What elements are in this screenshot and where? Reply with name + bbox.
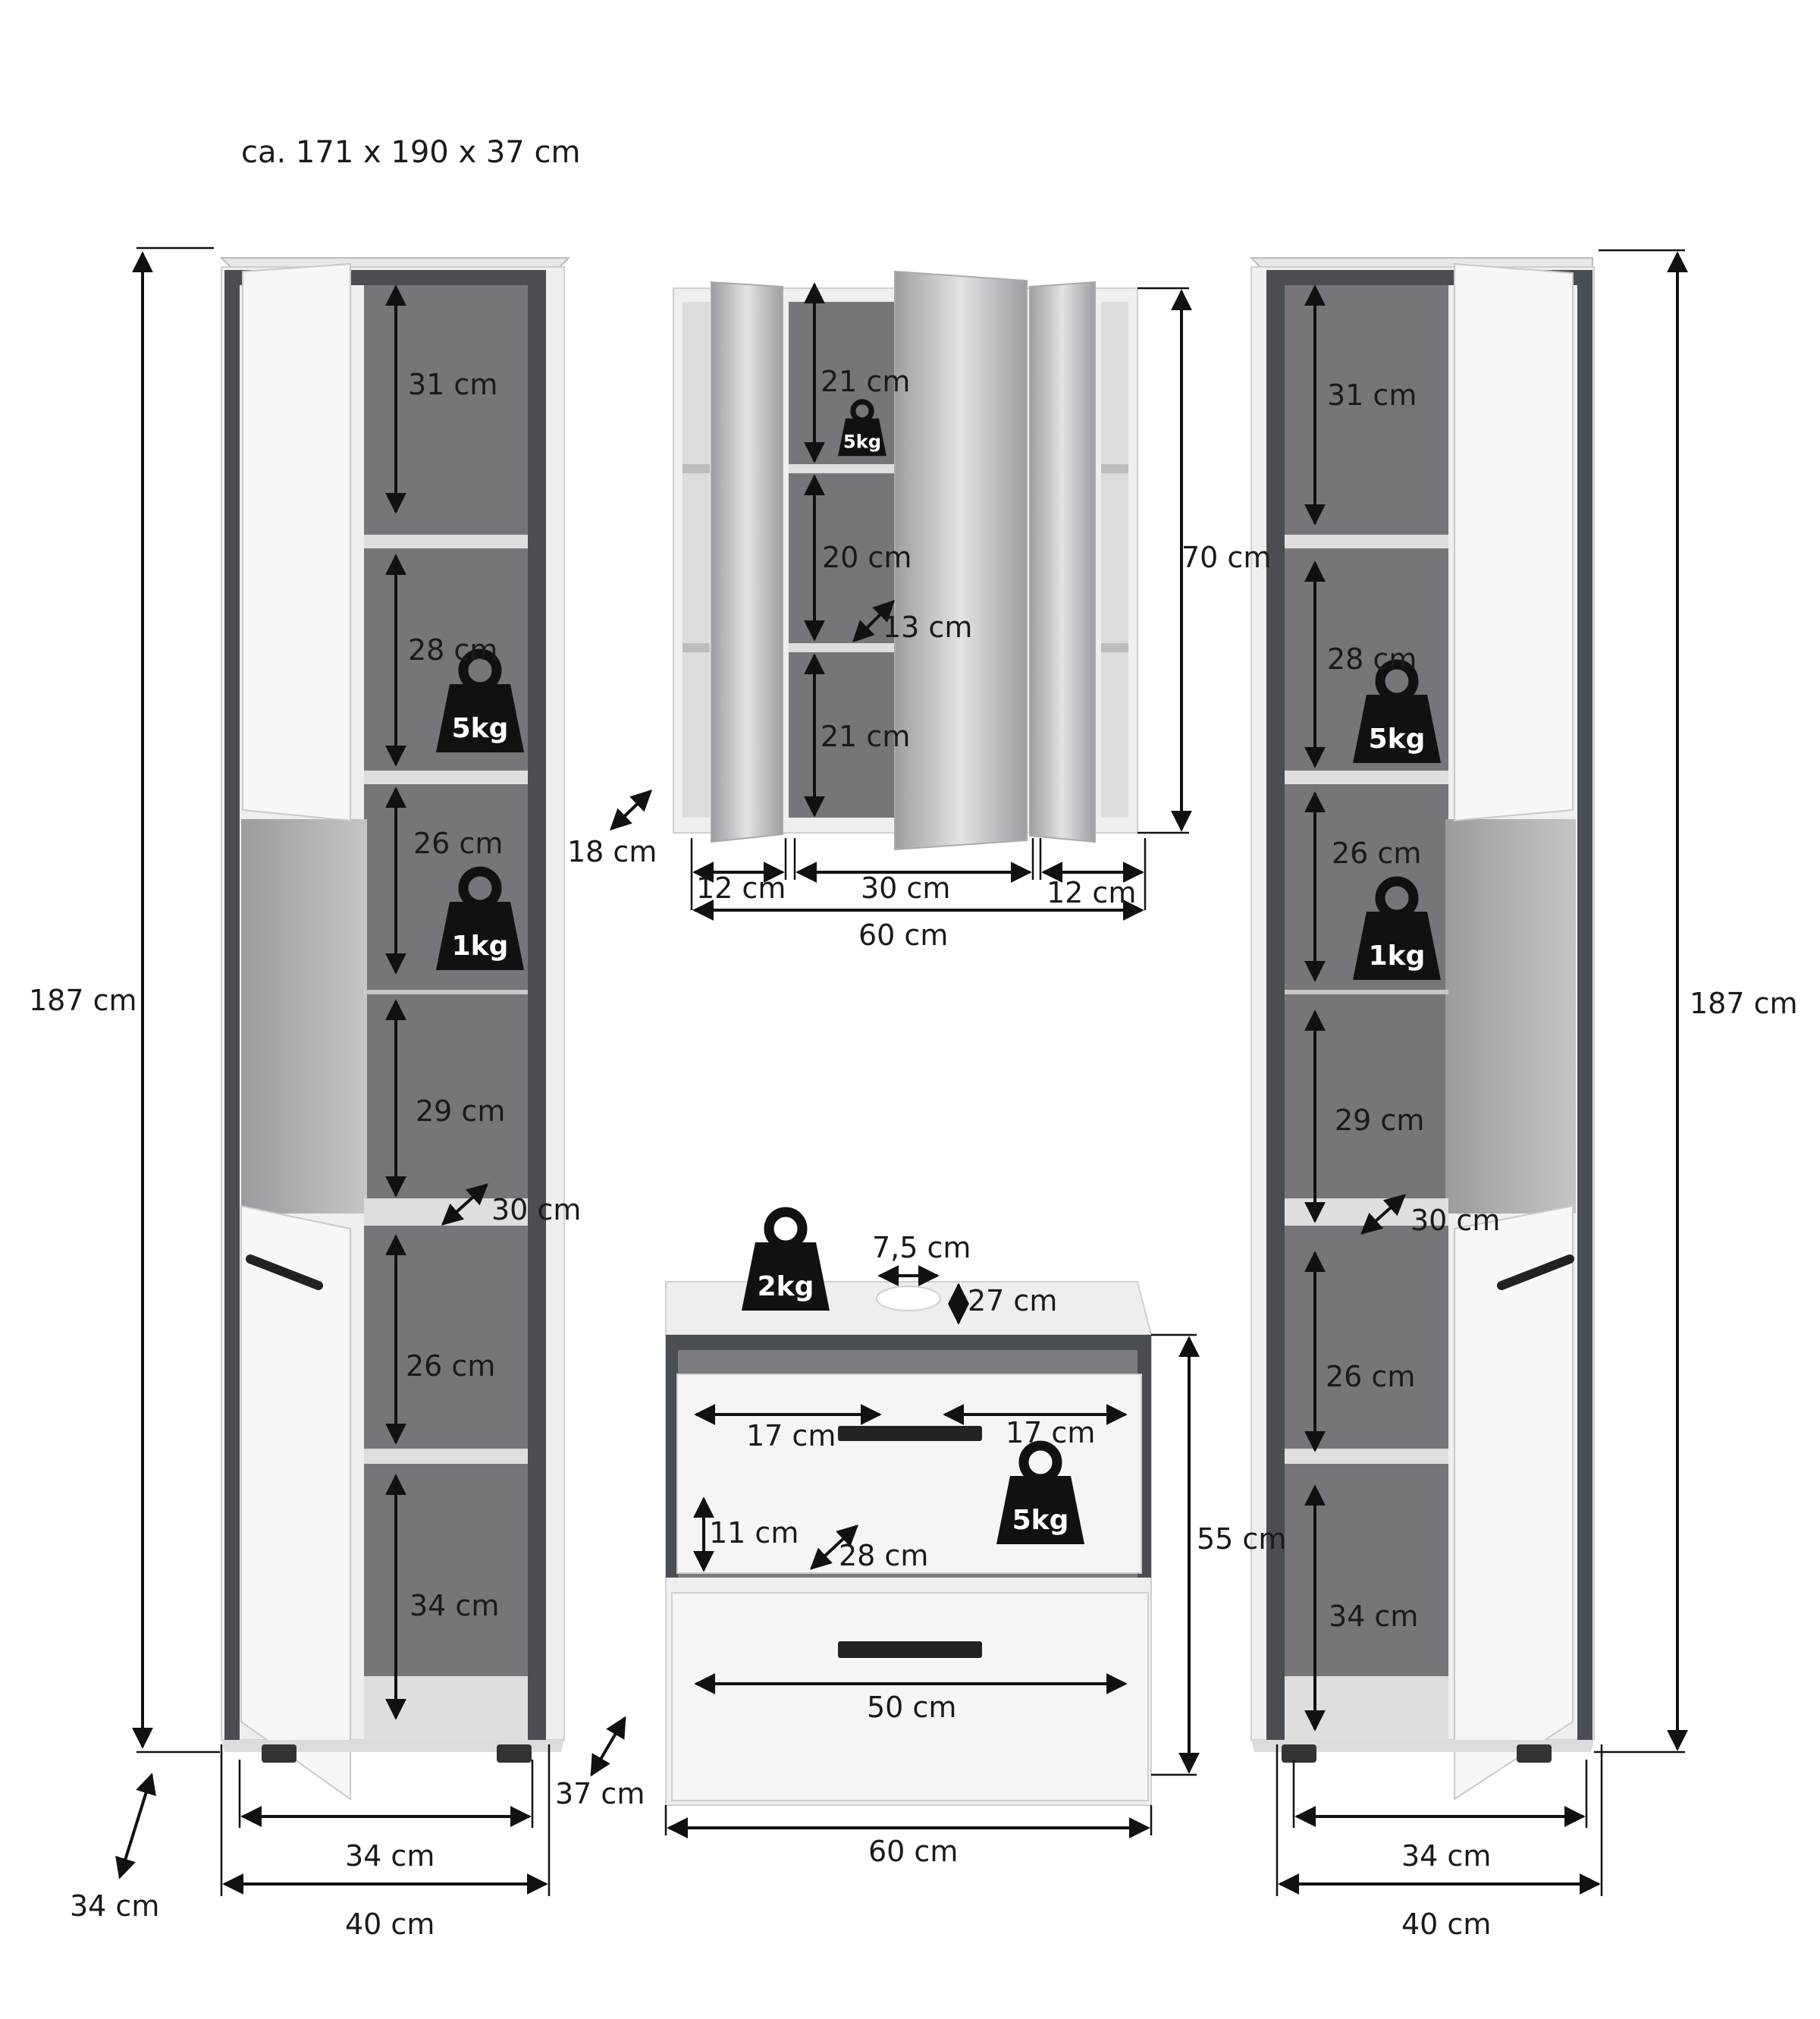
left-compartment-label: 29 cm bbox=[416, 1094, 505, 1128]
left-door-handle bbox=[246, 1254, 323, 1290]
mirror-left-width-label: 12 cm bbox=[696, 871, 786, 905]
weight-icon: 5kg bbox=[838, 402, 886, 457]
left-upper-door bbox=[242, 262, 351, 822]
right-compartment-label: 31 cm bbox=[1327, 378, 1417, 412]
left-compartment-label: 31 cm bbox=[408, 368, 497, 401]
mirror-shelf-depth-label: 13 cm bbox=[883, 611, 972, 644]
right-cabinet-interior bbox=[1285, 285, 1448, 1740]
vanity-height-label: 55 cm bbox=[1197, 1522, 1286, 1556]
left-foot bbox=[497, 1744, 532, 1763]
left-compartment-label: 26 cm bbox=[406, 1349, 495, 1383]
vanity-total-width-label: 60 cm bbox=[868, 1835, 958, 1868]
left-tall-cabinet bbox=[219, 257, 571, 1801]
left-compartment-label: 34 cm bbox=[410, 1589, 499, 1622]
drain-depth-label: 27 cm bbox=[968, 1284, 1057, 1317]
drain-width-label: 7,5 cm bbox=[872, 1231, 971, 1264]
right-total-height-label: 187 cm bbox=[1690, 987, 1798, 1020]
left-shelf-depth-label: 30 cm bbox=[491, 1193, 581, 1226]
left-compartment-label: 26 cm bbox=[413, 827, 503, 860]
lower-drawer-handle bbox=[838, 1641, 982, 1658]
svg-text:1kg: 1kg bbox=[452, 931, 509, 962]
right-tall-cabinet bbox=[1249, 257, 1595, 1801]
weight-icon: 1kg bbox=[436, 871, 524, 970]
left-depth-arrow bbox=[115, 1773, 156, 1879]
left-foot bbox=[262, 1744, 297, 1763]
weight-icon: 5kg bbox=[1353, 664, 1441, 763]
drawer-height-label: 11 cm bbox=[709, 1516, 799, 1550]
mirror-height-label: 70 cm bbox=[1181, 541, 1271, 574]
left-total-height-label: 187 cm bbox=[29, 984, 137, 1017]
right-door-handle bbox=[1497, 1254, 1574, 1290]
svg-text:5kg: 5kg bbox=[452, 713, 509, 744]
svg-text:2kg: 2kg bbox=[758, 1271, 814, 1302]
left-outer-width-label: 40 cm bbox=[345, 1908, 435, 1941]
right-compartment-label: 26 cm bbox=[1332, 837, 1421, 870]
vanity-depth-label: 37 cm bbox=[555, 1777, 645, 1810]
dimension-lines bbox=[115, 246, 1688, 1896]
right-foot bbox=[1517, 1744, 1552, 1763]
mirror-depth-label: 18 cm bbox=[567, 835, 657, 868]
drawer-right-width-label: 17 cm bbox=[1006, 1416, 1095, 1449]
left-glass-panel bbox=[241, 819, 367, 1214]
mirror-compartment-label: 20 cm bbox=[822, 541, 912, 574]
right-upper-door bbox=[1454, 262, 1574, 822]
mirror-door-left bbox=[711, 281, 783, 843]
right-foot bbox=[1282, 1744, 1316, 1763]
mirror-compartment-label: 21 cm bbox=[821, 720, 910, 753]
lower-drawer bbox=[671, 1592, 1149, 1801]
weight-icon: 2kg bbox=[742, 1212, 830, 1311]
weight-icon: 1kg bbox=[1353, 881, 1441, 980]
overall-size-label: ca. 171 x 190 x 37 cm bbox=[241, 135, 581, 170]
right-shelf-depth-label: 30 cm bbox=[1410, 1204, 1500, 1237]
right-lower-door bbox=[1454, 1204, 1574, 1801]
left-cabinet-interior bbox=[364, 285, 528, 1740]
svg-text:1kg: 1kg bbox=[1369, 940, 1426, 972]
mirror-right-width-label: 12 cm bbox=[1046, 876, 1136, 909]
left-depth-label: 34 cm bbox=[70, 1889, 159, 1923]
drain-cutout bbox=[876, 1286, 941, 1311]
right-glass-panel bbox=[1445, 819, 1576, 1214]
left-inner-width-label: 34 cm bbox=[345, 1839, 435, 1873]
mirror-door-right bbox=[1029, 281, 1096, 843]
drawer-left-width-label: 17 cm bbox=[746, 1419, 836, 1452]
drawer-depth-label: 28 cm bbox=[839, 1539, 928, 1572]
left-lower-door bbox=[240, 1204, 351, 1801]
weight-icon: 5kg bbox=[436, 654, 524, 752]
right-outer-width-label: 40 cm bbox=[1401, 1908, 1491, 1941]
mirror-cabinet bbox=[673, 270, 1138, 851]
svg-text:5kg: 5kg bbox=[1369, 724, 1426, 755]
mirror-door-center bbox=[894, 270, 1028, 851]
mirror-total-width-label: 60 cm bbox=[858, 918, 948, 952]
right-compartment-label: 29 cm bbox=[1335, 1104, 1424, 1137]
svg-text:5kg: 5kg bbox=[843, 431, 881, 452]
mirror-center-width-label: 30 cm bbox=[861, 871, 950, 905]
upper-drawer-handle bbox=[838, 1426, 982, 1441]
left-compartment-label: 28 cm bbox=[408, 633, 497, 667]
right-compartment-label: 26 cm bbox=[1326, 1360, 1415, 1393]
weight-icon: 5kg bbox=[996, 1446, 1084, 1544]
right-inner-width-label: 34 cm bbox=[1401, 1839, 1491, 1873]
mirror-compartment-label: 21 cm bbox=[821, 365, 910, 398]
right-compartment-label: 34 cm bbox=[1329, 1600, 1418, 1633]
right-compartment-label: 28 cm bbox=[1327, 642, 1417, 676]
svg-text:5kg: 5kg bbox=[1012, 1505, 1069, 1536]
lower-drawer-width-label: 50 cm bbox=[867, 1691, 956, 1724]
